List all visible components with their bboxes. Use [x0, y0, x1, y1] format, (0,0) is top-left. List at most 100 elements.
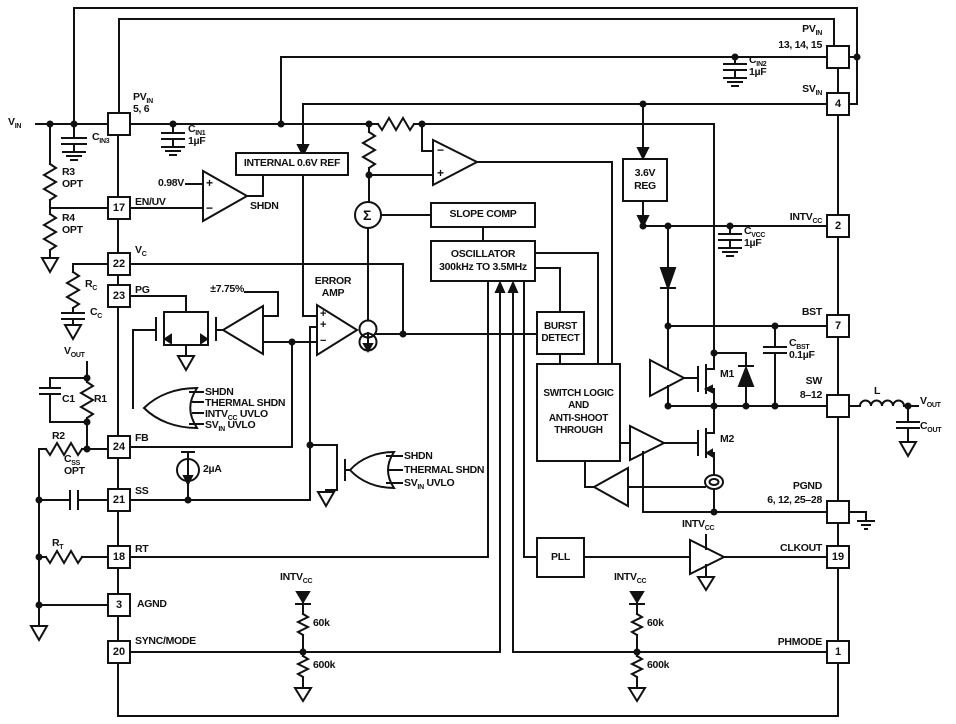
r600k-left-label: 600k [313, 659, 336, 671]
pvin56-label: PVIN [133, 91, 153, 106]
switch-logic-block: SWITCH LOGIC AND ANTI-SHOOT THROUGH [536, 363, 621, 462]
r4-opt-label: OPT [62, 224, 83, 236]
r60k-left-label: 60k [313, 617, 330, 629]
cvcc-value: 1µF [744, 237, 762, 249]
bst-label: BST [801, 306, 822, 318]
ground-arrow [293, 687, 313, 703]
ic-boundary [117, 68, 839, 717]
pgnd-label: PGND [792, 480, 822, 492]
r3-opt-label: OPT [62, 178, 83, 190]
pin-21-ss: 21 [107, 488, 131, 512]
r60k-right-label: 60k [647, 617, 664, 629]
inductor-label: L [874, 385, 881, 397]
cout-label: COUT [920, 420, 942, 435]
top-rail-wires [35, 7, 858, 125]
gate2-svin-uvlo-label: SVIN UVLO [404, 477, 455, 492]
pin-2-intvcc: 2 [826, 214, 850, 238]
divider-left [293, 591, 313, 703]
ea-minus-sign: − [320, 335, 327, 347]
ground-arrow [40, 257, 60, 275]
enuv-comparator [130, 169, 264, 223]
cbst-label: CBST [789, 337, 810, 352]
pgnd-pins-label: 6, 12, 25–28 [767, 494, 822, 506]
cin3-label: CIN3 [92, 131, 110, 146]
enuv-minus-sign: − [206, 201, 214, 215]
r600k-right-label: 600k [647, 659, 670, 671]
css-opt-label: OPT [64, 465, 85, 477]
ground-arrow [898, 441, 918, 459]
enuv-plus-sign: + [206, 176, 214, 190]
pin-22-vc: 22 [107, 252, 131, 276]
reg-block: 3.6V REG [622, 158, 668, 202]
syncmode-label: SYNC/MODE [135, 635, 196, 647]
cin1-value: 1µF [188, 135, 206, 147]
slope-comp-block: SLOPE COMP [430, 202, 536, 228]
pin-sw [826, 394, 850, 418]
sw-label: SW [805, 375, 823, 387]
pin-17-enuv: 17 [107, 196, 131, 220]
svin-label: SVIN [802, 83, 822, 98]
pin-19-clkout: 19 [826, 545, 850, 569]
ss-current-source [176, 451, 200, 501]
ea-plus1-sign: + [320, 308, 327, 320]
intvcc-rail [642, 225, 827, 407]
fb-label: FB [135, 432, 149, 444]
oscillator-block: OSCILLATOR 300kHz TO 3.5MHz [430, 240, 536, 282]
ground-arrow [696, 576, 716, 592]
divider-right [627, 591, 647, 703]
pin-18-rt: 18 [107, 545, 131, 569]
reverse-comparator [584, 461, 706, 508]
sw-output-network [667, 399, 920, 459]
sw-pins-label: 8–12 [799, 389, 822, 401]
r3-r4-divider [40, 123, 108, 275]
ss-label: SS [135, 485, 149, 497]
gate1-thermal-label: THERMAL SHDN [205, 397, 286, 409]
pin-pvin131415 [826, 45, 850, 69]
cvcc-label: CVCC [744, 225, 766, 240]
intvcc-right-label: INTVCC [614, 571, 647, 586]
r1-label: R1 [94, 393, 107, 405]
ss-current-label: 2µA [203, 463, 222, 475]
vc-label: VC [135, 244, 147, 259]
sigma-symbol: Σ [363, 207, 372, 223]
ref-098v-label: 0.98V [158, 177, 184, 189]
clkout-label: CLKOUT [780, 542, 822, 554]
or-gate-1 [142, 386, 204, 430]
vout-right-label: VOUT [920, 395, 941, 410]
pin-pgnd [826, 500, 850, 524]
error-amp-label: ERROR AMP [314, 275, 352, 300]
cin2-cap [723, 56, 747, 87]
gate1-intvcc-uvlo-label: INTVCC UVLO [205, 408, 268, 423]
bottom-routing [130, 280, 827, 653]
junction-dots [35, 53, 912, 656]
intvcc-pin-label: INTVCC [789, 211, 823, 226]
enuv-label: EN/UV [135, 196, 166, 208]
cin1-label: CIN1 [188, 123, 206, 138]
logic-connectors [482, 227, 599, 364]
rt-label: RT [135, 543, 149, 555]
cin2-value: 1µF [749, 66, 767, 78]
m1-label: M1 [720, 368, 734, 380]
pin-3-agnd: 3 [107, 593, 131, 617]
agnd-label: AGND [137, 598, 167, 610]
pll-block: PLL [536, 537, 585, 578]
pgnd-line [642, 511, 875, 530]
gate1-shdn-label: SHDN [205, 386, 234, 398]
m2-mosfet [697, 405, 715, 474]
clkout-buffer [689, 534, 727, 592]
cbst-value: 0.1µF [789, 349, 815, 361]
vc-compensation [61, 263, 108, 342]
pvin56-pins-label: 5, 6 [133, 103, 150, 115]
ea-plus2-sign: + [320, 319, 327, 331]
rt-resistor-label: RT [52, 537, 64, 552]
sense-amp [361, 123, 613, 364]
senseamp-minus-sign: − [437, 143, 445, 157]
ground-arrow [316, 491, 336, 509]
gate2-shdn-label: SHDN [404, 450, 433, 462]
cin1-cap [161, 123, 185, 156]
or-gate-2 [344, 450, 403, 490]
m1-driver [649, 358, 699, 398]
css-label: CSS [64, 453, 81, 468]
